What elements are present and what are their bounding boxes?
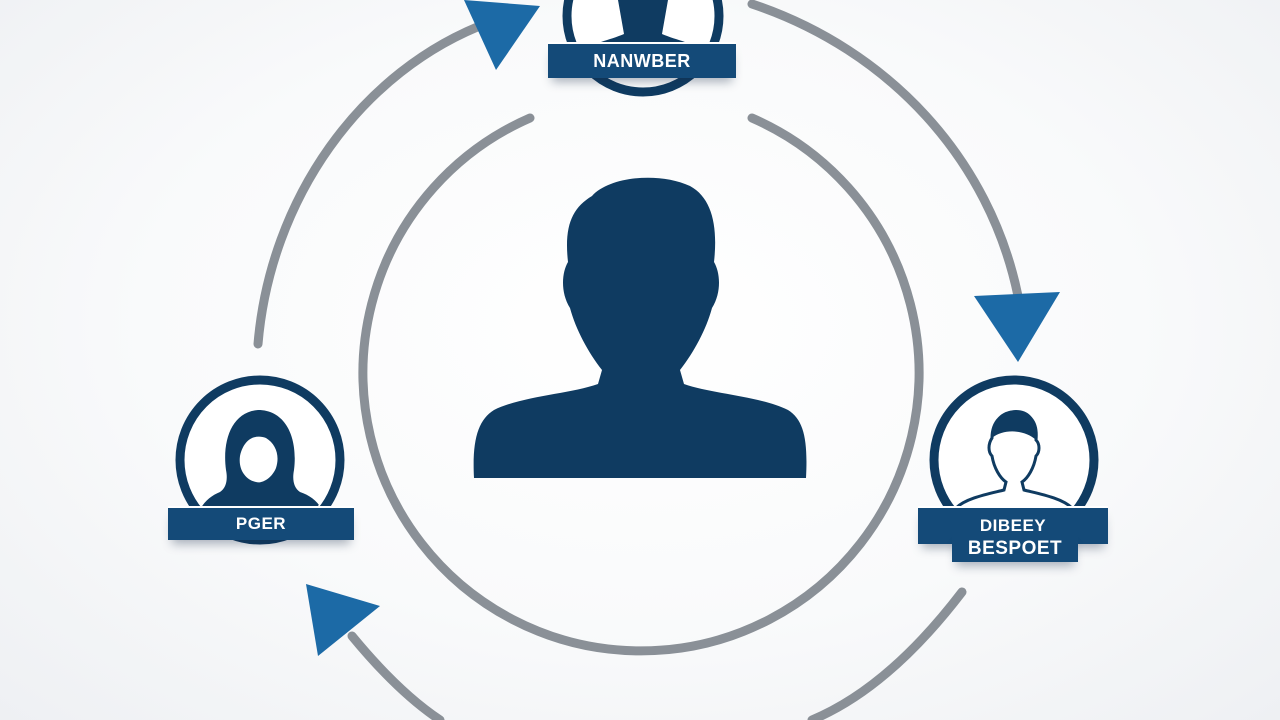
cycle-arrow-icon (306, 584, 380, 656)
outer-arc-top-left (253, 17, 495, 349)
male-avatar-icon (952, 410, 1076, 510)
role-label-top: NANWBER (548, 42, 736, 78)
outer-arc-bottom-right (807, 587, 967, 720)
male-avatar-icon (584, 0, 702, 50)
outer-arc-bottom-left (347, 631, 445, 720)
left-avatar (175, 375, 345, 545)
inner-ring (358, 113, 924, 656)
role-sublabel-right: BESPOET (952, 534, 1078, 562)
outer-arc-top-right (747, 0, 1023, 301)
cycle-arrow-icon (464, 0, 540, 70)
central-person-icon (473, 177, 807, 478)
cycle-arrow-icon (974, 292, 1060, 362)
role-label-left: PGER (168, 506, 354, 540)
